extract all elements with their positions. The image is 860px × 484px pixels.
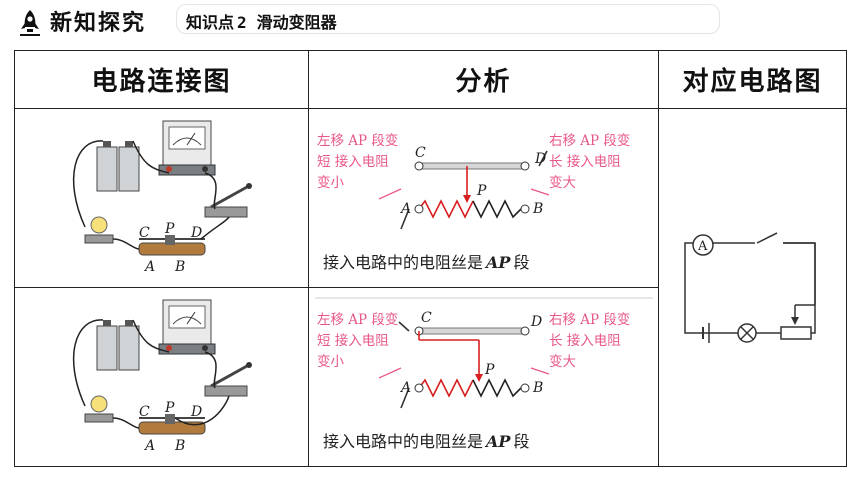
analysis-diagram: C D P A B <box>315 297 653 409</box>
terminal-label-d: D <box>190 404 202 420</box>
subtitle-frame <box>176 4 720 34</box>
subtitle-text: 滑动变阻器 <box>256 13 337 32</box>
column-header-analysis: 分析 <box>308 50 659 109</box>
connection-diagram-cell: C P D A B <box>14 287 309 467</box>
analysis-diagram: C D P A B <box>378 145 550 230</box>
rocket-icon <box>20 10 40 36</box>
table-row: C P D A B 左移 AP 段变短 接入电阻 变小 右移 AP 段变长 接入… <box>14 108 847 467</box>
bulb-icon <box>84 395 114 423</box>
bulb-icon <box>84 216 114 244</box>
analysis-label-b: B <box>532 380 543 396</box>
column-header-connection: 电路连接图 <box>14 50 309 109</box>
ammeter-icon <box>158 299 216 355</box>
circuit-diagram: A <box>684 232 816 343</box>
connection-diagram-cell: C P D A B <box>14 108 309 288</box>
circuit-diagram-cell: A <box>658 108 847 467</box>
slider-label-p: P <box>164 221 175 237</box>
rheostat-icon <box>138 235 206 256</box>
switch-icon <box>204 183 252 218</box>
analysis-label-p: P <box>476 183 487 199</box>
column-header-circuit: 对应电路图 <box>658 50 847 109</box>
analysis-cell: 左移 AP 段变短 接入电阻 变小 右移 AP 段变长 接入电阻 变大 <box>308 108 659 288</box>
terminal-label-a: A <box>143 438 155 454</box>
connection-diagram: C P D A B <box>72 299 252 454</box>
battery-icon <box>96 141 140 192</box>
terminal-label-c: C <box>139 225 150 241</box>
caption-prefix: 接入电路中的电阻丝是 <box>323 432 484 451</box>
switch-icon <box>204 362 252 397</box>
analysis-label-c: C <box>415 145 426 161</box>
analysis-label-d: D <box>530 314 542 330</box>
left-move-note: 左移 AP 段变短 接入电阻 变小 <box>317 133 399 191</box>
rheostat-symbol-icon <box>780 326 812 340</box>
analysis-label-c: C <box>421 310 432 326</box>
terminal-label-a: A <box>143 259 155 275</box>
subtitle-prefix: 知识点 <box>186 13 235 32</box>
analysis-label-b: B <box>532 201 543 217</box>
table-row: C P D A B 左移 AP 段变短 接入电阻 变小 右移 AP 段变长 接入… <box>14 287 847 467</box>
analysis-label-a: A <box>399 380 411 396</box>
section-title: 新知探究 <box>50 10 147 36</box>
terminal-label-b: B <box>174 259 185 275</box>
terminal-label-c: C <box>139 404 150 420</box>
analysis-cell: 左移 AP 段变短 接入电阻 变小 右移 AP 段变长 接入电阻 变大 <box>308 287 659 467</box>
terminal-label-d: D <box>190 225 202 241</box>
ammeter-symbol-label: A <box>697 239 708 254</box>
ammeter-icon <box>158 120 216 176</box>
caption-suffix: 段 <box>513 253 530 272</box>
analysis-label-d: D <box>534 151 546 167</box>
analysis-label-p: P <box>484 362 495 378</box>
terminal-label-b: B <box>174 438 185 454</box>
subtitle-number: 2 <box>237 13 247 32</box>
slider-label-p: P <box>164 400 175 416</box>
caption-ap: AP <box>486 253 511 272</box>
rheostat-table: 电路连接图 分析 对应电路图 <box>14 50 847 467</box>
right-move-note: 右移 AP 段变长 接入电阻 变大 <box>549 312 631 370</box>
left-move-note: 左移 AP 段变短 接入电阻 变小 <box>317 312 399 370</box>
caption-suffix: 段 <box>513 432 530 451</box>
battery-icon <box>96 320 140 371</box>
table-header-row: 电路连接图 分析 对应电路图 <box>14 50 847 109</box>
caption-prefix: 接入电路中的电阻丝是 <box>323 253 484 272</box>
caption-ap: AP <box>486 432 511 451</box>
right-move-note: 右移 AP 段变长 接入电阻 变大 <box>549 133 631 191</box>
analysis-label-a: A <box>399 201 411 217</box>
ammeter-symbol-icon <box>692 234 714 256</box>
connection-diagram: C P D A B <box>72 120 252 275</box>
